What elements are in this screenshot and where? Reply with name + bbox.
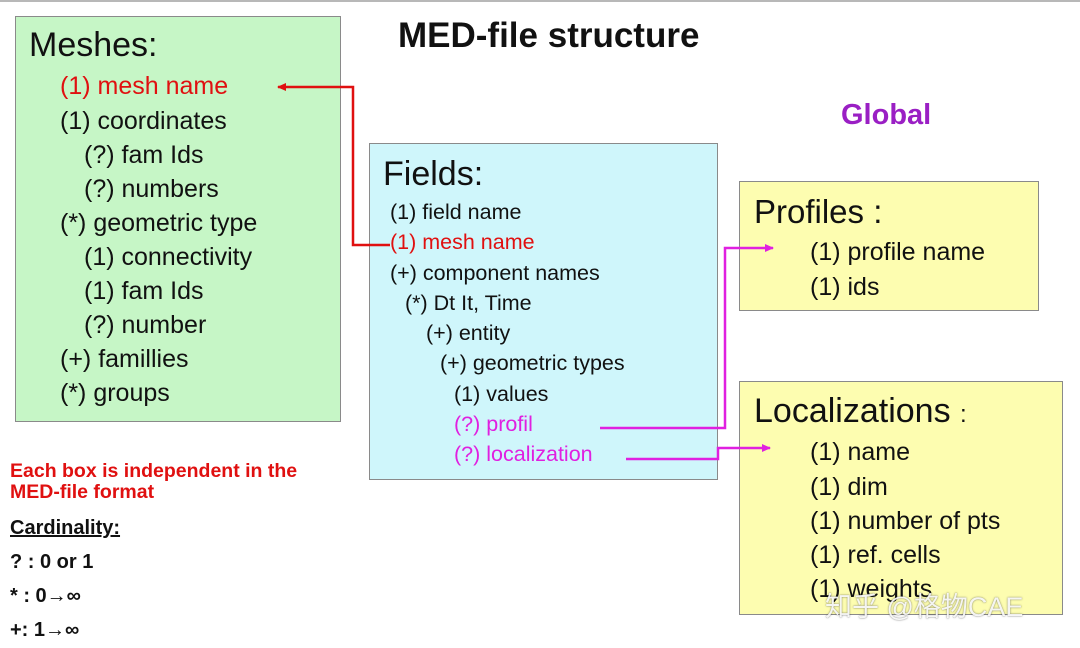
localizations-dim: (1) dim [810, 473, 888, 501]
meshes-geo-number: (?) number [84, 311, 207, 339]
diagram-title: MED-file structure [398, 16, 700, 55]
fields-component-names: (+) component names [390, 261, 600, 285]
fields-localization: (?) localization [454, 442, 593, 466]
localizations-weights: (1) weights [810, 575, 933, 603]
fields-header: Fields: [383, 155, 484, 193]
fields-mesh-name: (1) mesh name [390, 230, 535, 254]
global-label: Global [841, 99, 932, 131]
meshes-coord-numbers: (?) numbers [84, 175, 219, 203]
localizations-header-text: Localizations [754, 392, 951, 430]
cardinality-many: * : 0→∞ [10, 585, 81, 607]
meshes-coord-fam-ids: (?) fam Ids [84, 141, 204, 169]
fields-geometric-types: (+) geometric types [440, 351, 625, 375]
localizations-header-suffix: : [960, 401, 967, 428]
meshes-header: Meshes: [29, 26, 158, 64]
note-independent: Each box is independent in the MED-file … [10, 461, 297, 503]
meshes-coordinates: (1) coordinates [60, 107, 227, 135]
note-independent-line1: Each box is independent in the [10, 460, 298, 482]
profiles-box: Profiles : (1) profile name (1) ids [739, 181, 1039, 311]
cardinality-optional: ? : 0 or 1 [10, 551, 94, 573]
fields-values: (1) values [454, 382, 549, 406]
fields-field-name: (1) field name [390, 200, 522, 224]
profiles-profile-name: (1) profile name [810, 238, 986, 266]
localizations-name: (1) name [810, 438, 911, 466]
fields-box: Fields: (1) field name (1) mesh name (+)… [369, 143, 718, 480]
profiles-ids: (1) ids [810, 273, 880, 301]
localizations-number-of-pts: (1) number of pts [810, 507, 1001, 535]
fields-entity: (+) entity [426, 321, 511, 345]
note-independent-line2: MED-file format [10, 481, 155, 503]
meshes-mesh-name: (1) mesh name [60, 72, 229, 100]
top-border-line [0, 0, 1080, 2]
meshes-groups: (*) groups [60, 379, 170, 407]
cardinality-one-or-more: +: 1→∞ [10, 619, 80, 641]
meshes-connectivity: (1) connectivity [84, 243, 253, 271]
profiles-header: Profiles : [754, 193, 883, 230]
fields-dt-it-time: (*) Dt It, Time [405, 291, 532, 315]
watermark: 知乎 @格物CAE [825, 592, 1024, 622]
localizations-ref-cells: (1) ref. cells [810, 541, 941, 569]
localizations-box: Localizations : (1) name (1) dim (1) num… [739, 381, 1063, 615]
fields-profil: (?) profil [454, 412, 533, 436]
localizations-header: Localizations : [754, 392, 967, 431]
meshes-families: (+) famillies [60, 345, 189, 373]
meshes-geometric-type: (*) geometric type [60, 209, 258, 237]
meshes-geo-fam-ids: (1) fam Ids [84, 277, 204, 305]
cardinality-title: Cardinality: [10, 517, 121, 539]
meshes-box: Meshes: (1) mesh name (1) coordinates (?… [15, 16, 341, 422]
